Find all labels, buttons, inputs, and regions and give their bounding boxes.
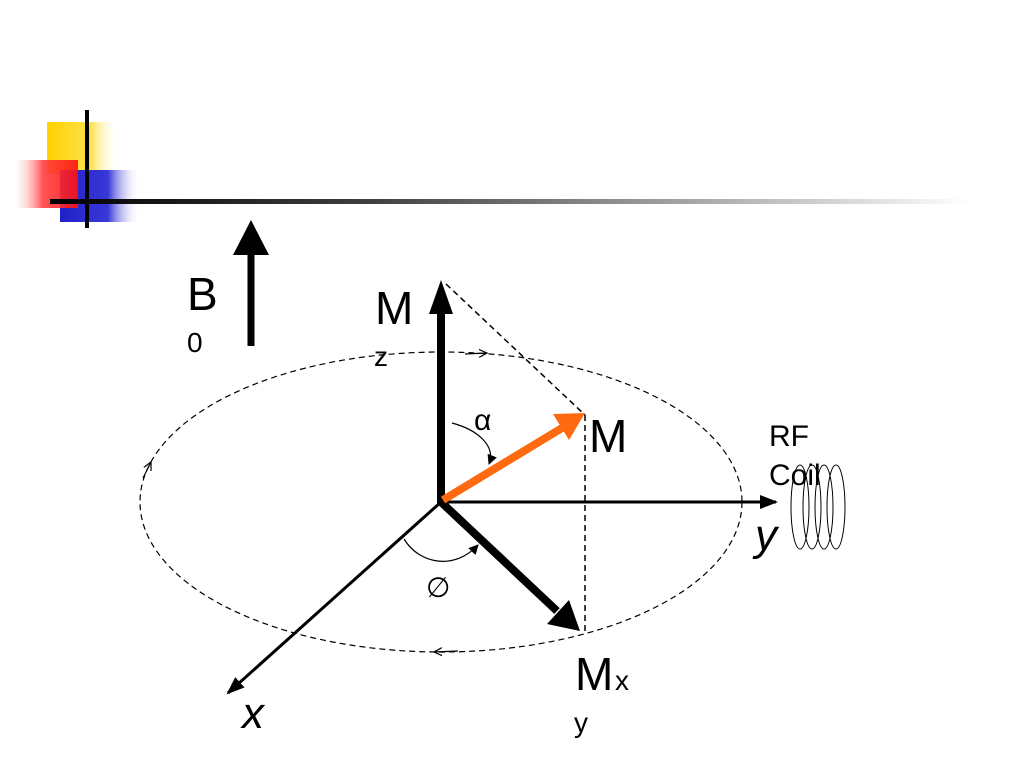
b0-arrowhead <box>233 220 269 255</box>
mxy-label: M <box>575 648 613 700</box>
deco-vertical-line <box>85 110 89 228</box>
precession-arrow-top <box>464 353 487 354</box>
rf-coil-label-line1: RF <box>769 420 809 453</box>
mxy-subscript-x: x <box>615 665 629 696</box>
phi-label: ∅ <box>426 572 450 603</box>
precession-arrow-left <box>142 462 151 479</box>
mz-subscript: z <box>374 341 388 372</box>
header-decoration <box>14 110 970 228</box>
rf-coil-label-line2: Coil <box>769 459 821 492</box>
b0-field: B 0 <box>187 220 269 358</box>
m-arrowhead <box>553 413 585 440</box>
x-axis-label: x <box>240 689 266 738</box>
alpha-arc <box>451 422 497 465</box>
mxy-subscript-y: y <box>574 707 588 738</box>
mz-arrowhead <box>429 280 453 314</box>
b0-subscript: 0 <box>187 327 203 358</box>
phi-arc <box>403 538 479 562</box>
coil-loops-icon <box>790 464 846 550</box>
b0-label: B <box>187 268 218 320</box>
m-vector <box>440 424 565 504</box>
m-vector-label: M <box>589 410 627 462</box>
deco-horizontal-line <box>50 199 970 204</box>
mz-label: M <box>375 282 413 334</box>
precession-arrow-bottom <box>434 651 459 652</box>
mxy-vector <box>438 499 560 614</box>
x-axis <box>226 500 443 695</box>
projection-line-top <box>445 283 586 416</box>
alpha-label: α <box>474 404 491 437</box>
y-axis-label: y <box>752 511 780 560</box>
mxy-arrowhead <box>547 600 580 631</box>
